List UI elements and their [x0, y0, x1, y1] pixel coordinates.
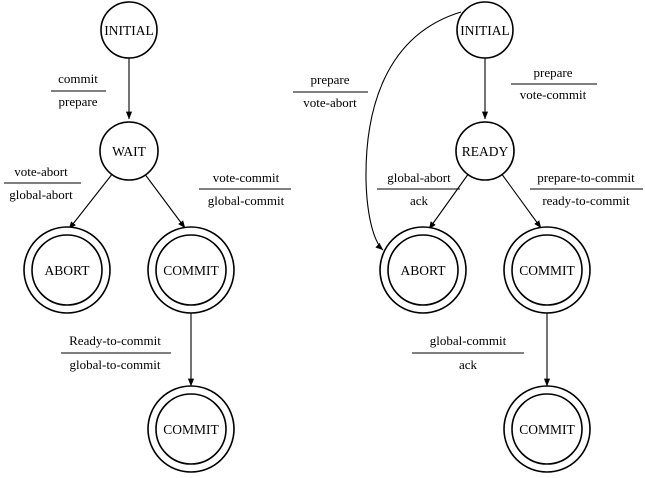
transition-event: prepare — [534, 65, 573, 80]
participant-diagram: INITIAL READY ABORT COMMIT COMMIT prepar… — [293, 1, 643, 473]
state-abort-label: ABORT — [45, 263, 91, 278]
transition-event: Ready-to-commit — [69, 333, 161, 348]
state-initial-label: INITIAL — [460, 23, 509, 38]
coordinator-diagram: INITIAL WAIT ABORT COMMIT COMMIT commit … — [4, 1, 291, 473]
transition-label-wait-to-commit: vote-commit global-commit — [199, 170, 291, 208]
transition-event: global-commit — [430, 333, 507, 348]
transition-action: prepare — [59, 94, 98, 109]
state-initial-label: INITIAL — [104, 23, 153, 38]
state-commit-label: COMMIT — [163, 263, 219, 278]
transition-label-ready-to-commit: prepare-to-commit ready-to-commit — [530, 170, 643, 208]
transition-action: vote-abort — [303, 95, 357, 110]
transition-event: prepare-to-commit — [537, 170, 635, 185]
transition-label-commit-to-commit: Ready-to-commit global-to-commit — [61, 333, 171, 372]
transition-action: vote-commit — [520, 87, 587, 102]
state-commit-label: COMMIT — [519, 263, 575, 278]
edge-ready-to-abort — [428, 172, 470, 230]
state-commit: COMMIT — [147, 226, 235, 314]
transition-action: global-abort — [9, 187, 73, 202]
state-abort-label: ABORT — [401, 263, 447, 278]
edge-initial-to-abort — [365, 11, 462, 251]
state-abort-final: ABORT — [379, 226, 467, 314]
transition-label-wait-to-abort: vote-abort global-abort — [4, 164, 81, 202]
state-wait-label: WAIT — [112, 144, 146, 159]
edge-wait-to-commit — [143, 172, 186, 229]
transition-action: ack — [459, 357, 478, 372]
edge-wait-to-abort — [68, 172, 114, 230]
state-ready: READY — [455, 121, 515, 181]
transition-event: global-abort — [387, 170, 451, 185]
transition-action: ack — [410, 193, 429, 208]
state-commit-final-label: COMMIT — [163, 422, 219, 437]
state-commit-final: COMMIT — [147, 385, 235, 473]
state-commit: COMMIT — [503, 226, 591, 314]
transition-event: prepare — [311, 72, 350, 87]
state-commit-final: COMMIT — [503, 385, 591, 473]
transition-action: global-commit — [208, 193, 285, 208]
state-wait: WAIT — [99, 121, 159, 181]
state-initial: INITIAL — [456, 1, 514, 59]
state-commit-final-label: COMMIT — [519, 422, 575, 437]
edge-ready-to-commit — [500, 172, 542, 229]
transition-event: vote-abort — [14, 164, 68, 179]
transition-event: commit — [58, 71, 98, 86]
state-initial: INITIAL — [100, 1, 158, 59]
transition-label-initial-to-abort: prepare vote-abort — [293, 72, 368, 110]
transition-label-initial-to-ready: prepare vote-commit — [511, 65, 597, 102]
transition-action: global-to-commit — [70, 357, 161, 372]
transition-label-initial-to-wait: commit prepare — [51, 71, 106, 109]
state-abort-final: ABORT — [23, 226, 111, 314]
state-ready-label: READY — [462, 144, 509, 159]
transition-action: ready-to-commit — [542, 193, 630, 208]
transition-event: vote-commit — [213, 170, 280, 185]
transition-label-ready-to-abort: global-abort ack — [377, 170, 460, 208]
transition-label-commit-to-commit: global-commit ack — [412, 333, 524, 372]
